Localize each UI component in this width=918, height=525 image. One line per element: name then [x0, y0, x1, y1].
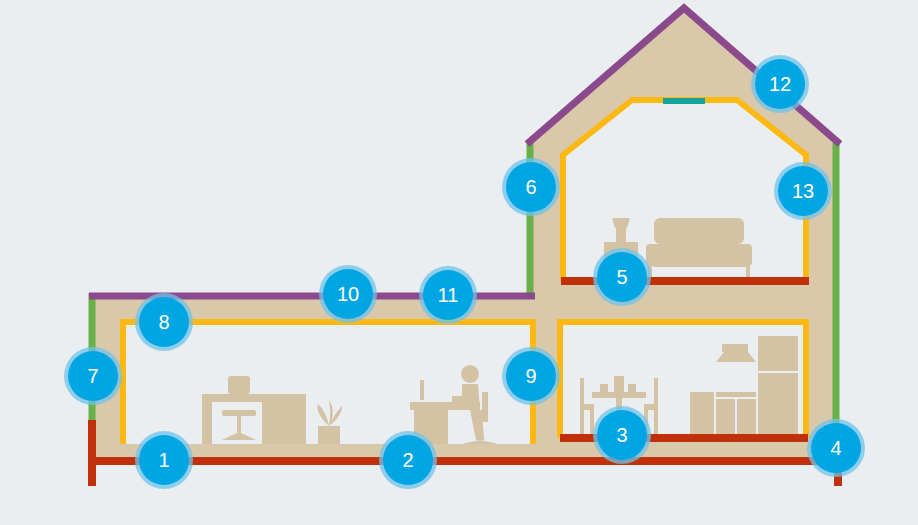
- bedroom-room: [563, 100, 806, 281]
- callout-number: 11: [438, 285, 459, 305]
- callout-badge: 10: [323, 269, 373, 319]
- inner-wall-office: [123, 322, 533, 444]
- callout-badge: 9: [506, 351, 556, 401]
- callout-number: 3: [616, 425, 627, 445]
- callout-number: 4: [830, 438, 841, 458]
- callout-badge: 11: [423, 270, 473, 320]
- callout-number: 12: [769, 74, 791, 94]
- roof-hatch: [663, 98, 705, 104]
- callout-number: 8: [158, 312, 169, 332]
- callout-badge: 2: [383, 435, 433, 485]
- callout-number: 10: [337, 284, 359, 304]
- inner-wall-bedroom: [563, 100, 806, 281]
- callout-number: 5: [616, 267, 627, 287]
- furniture-lines: [716, 372, 798, 434]
- inner-wall-kitchen: [560, 322, 806, 438]
- callout-badge: 3: [597, 410, 647, 460]
- callout-badge: 13: [778, 166, 828, 216]
- callout-number: 6: [525, 177, 536, 197]
- callout-badge: 7: [68, 351, 118, 401]
- callout-number: 13: [792, 181, 814, 201]
- callout-badge: 6: [506, 162, 556, 212]
- furniture: [202, 336, 798, 444]
- callout-number: 2: [402, 450, 413, 470]
- callout-badge: 1: [139, 435, 189, 485]
- callout-number: 1: [158, 450, 169, 470]
- kitchen-room: [560, 322, 806, 438]
- callout-badge: 8: [139, 297, 189, 347]
- pitched-roof: [527, 8, 840, 144]
- callout-badge: 4: [811, 423, 861, 473]
- office-room: [123, 322, 533, 444]
- outer-wall-right: [833, 143, 840, 425]
- callout-badge: 12: [755, 59, 805, 109]
- callout-number: 9: [525, 366, 536, 386]
- callout-badge: 5: [597, 252, 647, 302]
- house-body: [92, 10, 838, 460]
- callout-number: 7: [87, 366, 98, 386]
